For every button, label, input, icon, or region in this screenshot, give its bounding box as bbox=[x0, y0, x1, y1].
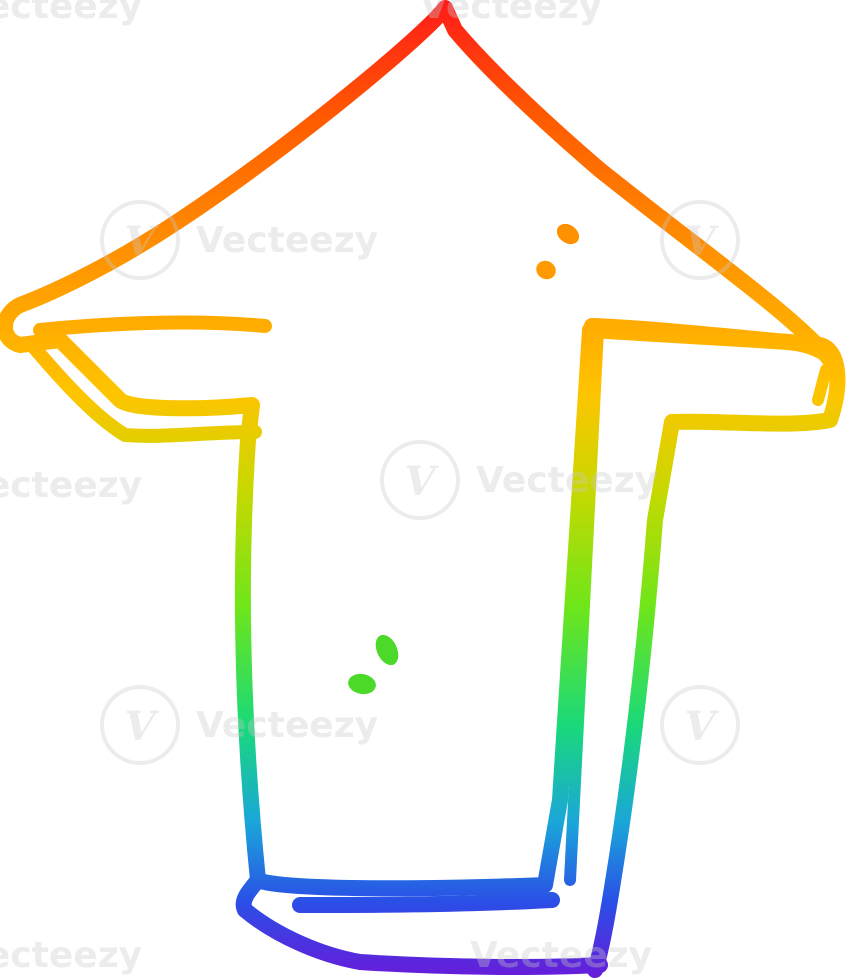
highlight-dot bbox=[375, 634, 399, 666]
highlight-dot bbox=[348, 673, 376, 695]
right-side-band bbox=[584, 318, 846, 978]
bottom-band bbox=[235, 872, 608, 975]
arrow-outline bbox=[0, 0, 838, 897]
right-flag-bottom bbox=[812, 364, 832, 406]
inner-shaft-edge bbox=[564, 324, 604, 886]
highlight-dot bbox=[556, 223, 580, 245]
highlight-dot bbox=[536, 260, 556, 280]
left-flag-edge bbox=[25, 315, 272, 443]
